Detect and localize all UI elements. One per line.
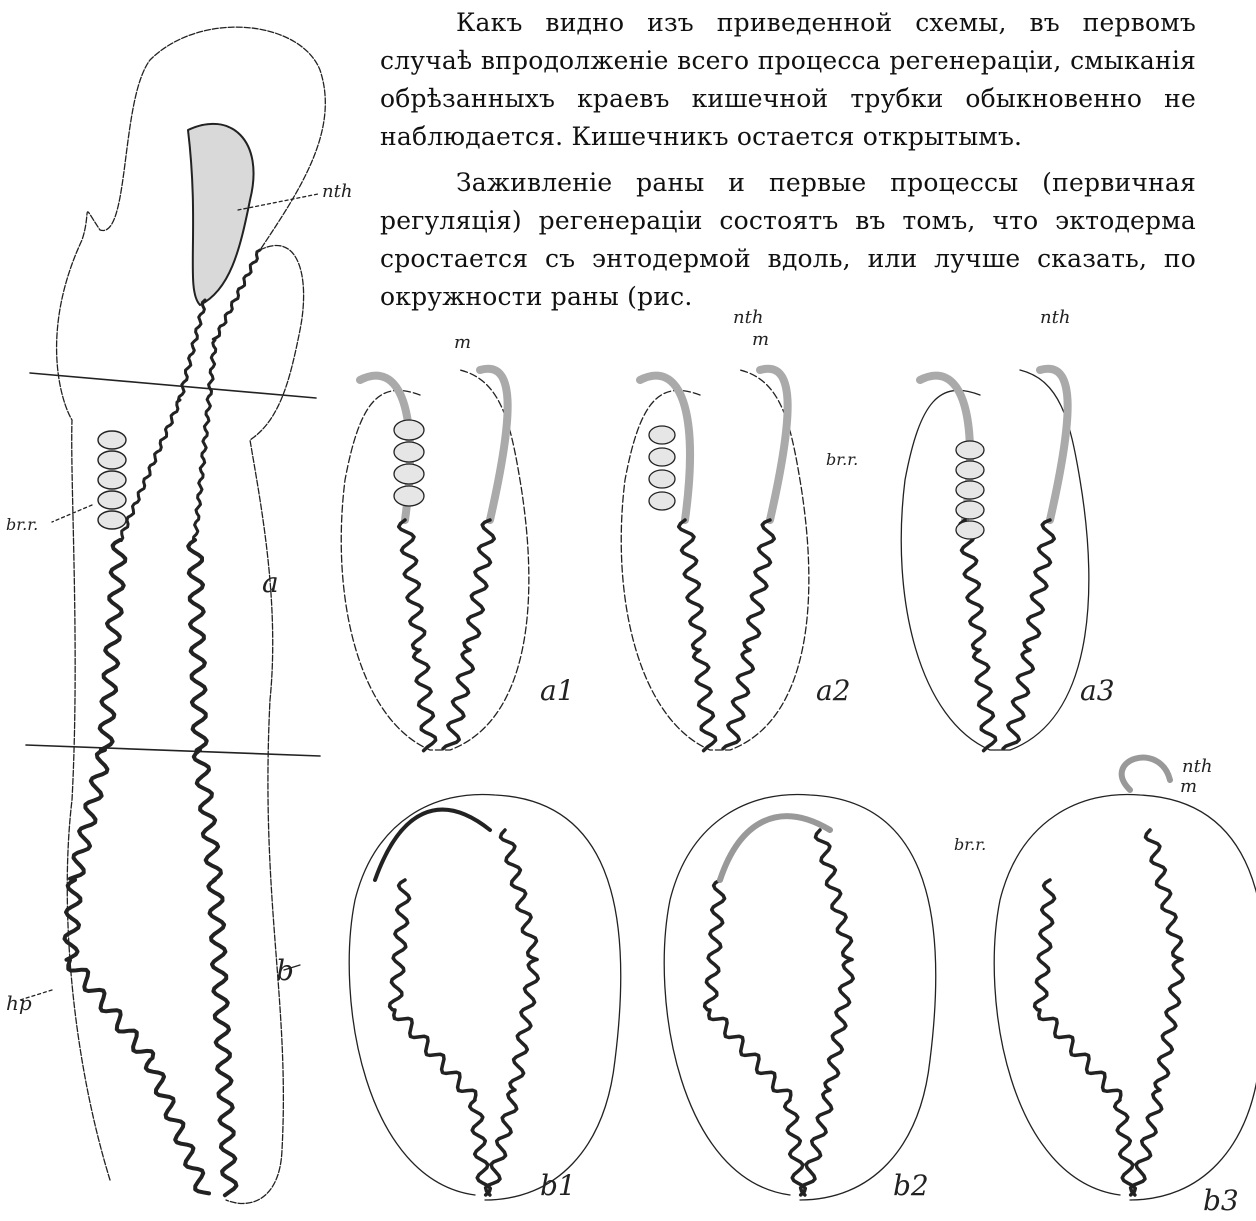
label-nth-b3: nth — [1182, 756, 1212, 777]
fig-a1-branchial-fold — [394, 464, 424, 484]
main-branchial-fold — [98, 491, 126, 509]
fig-a1-branchial-fold — [394, 486, 424, 506]
fig-a3-branchial-fold — [956, 461, 984, 479]
label-br-a3: br.r. — [826, 450, 858, 469]
fig-a2-branchial-fold — [649, 470, 675, 488]
fig-a2-gut-left — [679, 520, 716, 751]
label-m-a1: m — [454, 332, 471, 353]
label-br-b3: br.r. — [954, 835, 986, 854]
label-nth: nth — [322, 181, 352, 202]
label-m-b3: m — [1180, 776, 1197, 797]
fig-a3-outline — [901, 370, 1089, 750]
main-gut-right-lower — [188, 540, 236, 1195]
fig-a2-branchial-fold — [649, 426, 675, 444]
fig-b2-gut-left — [705, 880, 806, 1195]
fig-a1-gut-left — [399, 520, 436, 751]
fig-a2-branchial-fold — [649, 448, 675, 466]
fig-a1-endoderm-right-thick — [480, 369, 508, 520]
fig-b3-notochord — [1122, 758, 1170, 790]
fig-b1-gut-right — [486, 830, 539, 1195]
main-outline-ectoderm — [57, 27, 326, 1203]
fig-a3-branchial-fold — [956, 501, 984, 519]
fig-b1-gut-left — [390, 880, 491, 1195]
label-nth-a3: nth — [1040, 307, 1070, 328]
label-a2: a2 — [816, 674, 851, 707]
main-branchial-fold — [98, 451, 126, 469]
fig-b3-gut-left — [1035, 880, 1136, 1195]
main-gut-left-lower — [65, 540, 210, 1193]
fig-a2-gut-right — [723, 520, 774, 749]
fig-a3-gut-right — [1003, 520, 1054, 749]
fig-a1-branchial-fold — [394, 442, 424, 462]
fig-b1-gut-top — [375, 810, 490, 880]
label-br: br.r. — [6, 515, 38, 534]
label-hp: hp — [6, 991, 32, 1015]
fig-a2-outline — [621, 370, 809, 750]
fig-b2-gut-right — [801, 830, 854, 1195]
label-b1: b1 — [540, 1169, 576, 1202]
fig-a2-branchial-fold — [649, 492, 675, 510]
fig-a3-branchial-fold — [956, 441, 984, 459]
fig-a1-branchial-fold — [394, 420, 424, 440]
fig-a2-endoderm-right-thick — [760, 369, 788, 520]
label-nth-a2: nth — [733, 307, 763, 328]
fig-a1-outline — [341, 370, 529, 750]
main-cut-line-upper — [30, 373, 316, 398]
main-cut-line-lower — [26, 745, 320, 756]
fig-a3-branchial-fold — [956, 521, 984, 539]
fig-b3-gut-right — [1131, 830, 1184, 1195]
fig-a3-endoderm-right-thick — [1040, 369, 1068, 520]
fig-a1-gut-right — [443, 520, 494, 749]
main-branchial-fold — [98, 511, 126, 529]
main-pointer-br — [52, 505, 92, 522]
fig-a3-branchial-fold — [956, 481, 984, 499]
label-b: b — [276, 954, 294, 987]
label-a1: a1 — [540, 674, 575, 707]
label-b3: b3 — [1203, 1184, 1239, 1217]
fig-b2-gut-top — [720, 816, 830, 880]
label-a3: a3 — [1080, 674, 1115, 707]
main-gut-left-upper — [121, 300, 205, 541]
label-m-a2: m — [752, 329, 769, 350]
label-a: a — [262, 566, 279, 599]
label-b2: b2 — [893, 1169, 929, 1202]
fig-a3-gut-left — [959, 520, 996, 751]
main-branchial-fold — [98, 431, 126, 449]
fig-b3-outline — [994, 794, 1256, 1200]
main-branchial-fold — [98, 471, 126, 489]
